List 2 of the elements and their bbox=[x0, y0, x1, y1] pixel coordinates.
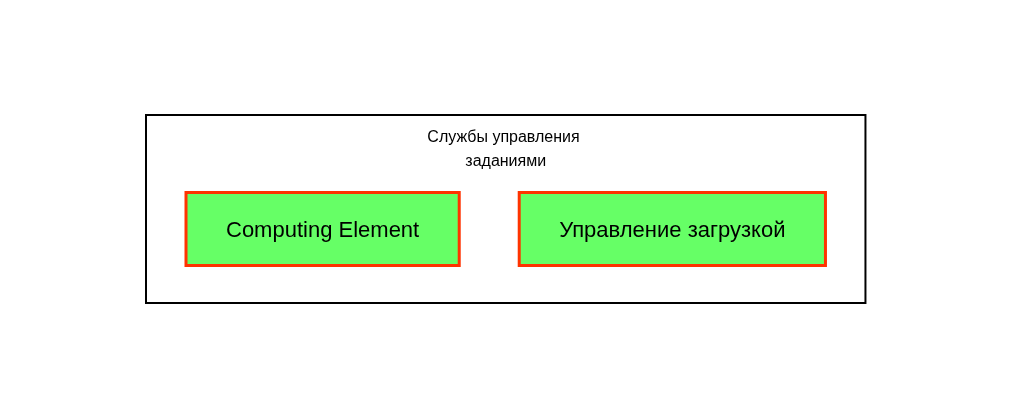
node-box: Computing Element bbox=[184, 191, 461, 267]
node-box: Управление загрузкой bbox=[518, 191, 828, 267]
